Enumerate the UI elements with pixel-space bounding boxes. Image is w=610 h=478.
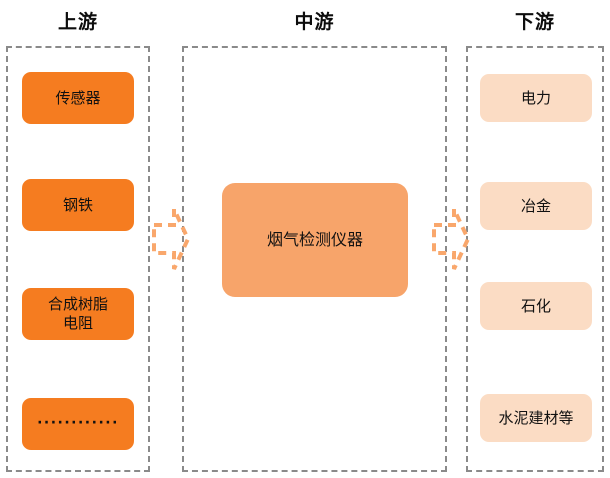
- node-upstream-sensor[interactable]: 传感器: [22, 72, 134, 124]
- node-downstream-petrochemical[interactable]: 石化: [480, 282, 592, 330]
- node-label: 电力: [520, 88, 551, 107]
- column-header-upstream: 上游: [57, 11, 98, 33]
- node-label: 合成树脂 电阻: [47, 295, 108, 332]
- group-container-midstream: [182, 46, 447, 472]
- node-label: 冶金: [520, 196, 551, 215]
- node-downstream-metallurgy[interactable]: 冶金: [480, 182, 592, 230]
- column-header-midstream: 中游: [294, 11, 335, 33]
- node-upstream-steel[interactable]: 钢铁: [22, 179, 134, 231]
- node-upstream-ellipsis[interactable]: ············: [22, 398, 134, 450]
- node-midstream-flue-gas-detector[interactable]: 烟气检测仪器: [222, 183, 408, 297]
- arrow-right-icon-midstream-to-downstream: [430, 203, 472, 275]
- group-container-downstream: [466, 46, 604, 472]
- node-label: 钢铁: [62, 195, 93, 214]
- node-upstream-synthetic-resin-resistor[interactable]: 合成树脂 电阻: [22, 288, 134, 340]
- arrow-right-icon-upstream-to-midstream: [150, 203, 192, 275]
- node-label: 传感器: [55, 88, 101, 107]
- node-label: 烟气检测仪器: [266, 230, 363, 249]
- node-label: ············: [37, 415, 119, 432]
- column-header-downstream: 下游: [514, 11, 555, 33]
- node-label: 石化: [520, 296, 551, 315]
- node-label: 水泥建材等: [498, 408, 574, 427]
- group-container-upstream: [6, 46, 150, 472]
- node-downstream-cement-building-materials[interactable]: 水泥建材等: [480, 394, 592, 442]
- node-downstream-power[interactable]: 电力: [480, 74, 592, 122]
